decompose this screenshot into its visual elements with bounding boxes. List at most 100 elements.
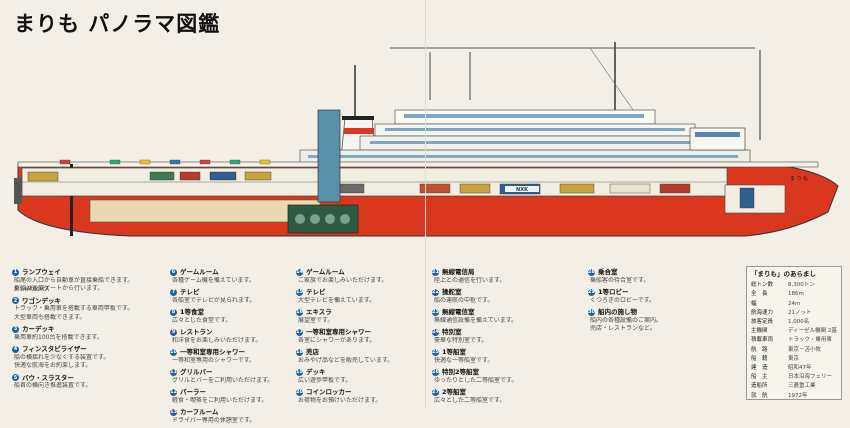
legend-number-badge: 8	[170, 308, 177, 316]
engine-room	[287, 109, 359, 234]
legend-item-description: 船内の各種設備のご案内。	[590, 316, 663, 324]
legend-item-description: 豪華な特別室です。	[434, 336, 488, 344]
page-title: まりも パノラマ図鑑	[14, 11, 221, 36]
spec-value: ディーゼル機関 2基	[788, 328, 837, 335]
spec-label: 主機関	[751, 328, 768, 335]
spec-label: 旅客定員	[751, 319, 774, 326]
spec-row: 造船所三菱重工業	[751, 382, 837, 391]
legend-number-badge: 21	[432, 268, 439, 276]
legend-item-description: 船尾の入口から自動車が直接乗船できます。	[14, 276, 134, 284]
legend-number-badge: 20	[296, 388, 303, 396]
page-fold	[425, 0, 426, 408]
legend-item-title: 一等和室専用シャワー	[180, 348, 245, 356]
spec-value: 三菱重工業	[788, 383, 816, 390]
spec-value: 日本沿海フェリー	[788, 374, 833, 381]
svg-text:ま り も: ま り も	[790, 176, 808, 182]
legend-item-title: 特別室	[442, 328, 462, 336]
legend-item-title: フィンスタビライザー	[22, 345, 87, 353]
legend-number-badge: 30	[588, 308, 595, 316]
legend-item-title: 1等ロビー	[598, 288, 629, 296]
legend-number-badge: 4	[12, 345, 19, 353]
legend-item-title: エキスラ	[306, 308, 332, 316]
legend-item-description: 快適な航海をお約束します。	[14, 362, 92, 369]
legend-number-badge: 13	[170, 408, 177, 416]
legend-number-badge: 16	[296, 308, 303, 316]
spec-row: 建 造昭和47年	[751, 364, 837, 373]
legend-item-title: 2等船室	[442, 388, 467, 396]
legend-item-title: コインロッカー	[306, 388, 352, 396]
legend-number-badge: 22	[432, 288, 439, 296]
spec-label: 建 造	[751, 365, 768, 372]
legend-item-description: ゆったりとした二等船室です。	[434, 376, 518, 384]
legend-item-title: ランプウェイ	[22, 268, 61, 276]
legend-item-description: ドライバー専用の休憩室です。	[172, 416, 256, 424]
legend-item-description: 軽食・喫茶をご利用いただけます。	[172, 396, 268, 404]
legend-item-description: 広々とした二等船室です。	[434, 396, 506, 404]
legend-item-title: カーフルーム	[180, 408, 219, 416]
funnel-stripe	[344, 128, 374, 134]
legend-item-description: 陸上との通信を行います。	[434, 276, 506, 284]
spec-value: 186m	[788, 291, 804, 298]
legend-number-badge: 9	[170, 328, 177, 336]
legend-item-description: 和洋食をお楽しみいただけます。	[172, 336, 262, 344]
spec-label: 総トン数	[751, 282, 774, 289]
spec-label: 船 主	[751, 374, 768, 381]
spec-row: 積載車両トラック・乗用車	[751, 336, 837, 345]
legend-item-title: カーデッキ	[22, 325, 55, 333]
spec-value: 21ノット	[788, 309, 812, 316]
legend-item-description: 各種ゲーム機を備えています。	[172, 276, 255, 284]
legend-item-title: 無線電信室	[442, 308, 475, 316]
legend-item-description: 乗用車約100台を搭載できます。	[14, 333, 103, 341]
legend-item-title: レストラン	[180, 328, 213, 336]
spec-label: 幅	[751, 300, 757, 307]
legend-number-badge: 10	[170, 348, 177, 356]
legend-number-badge: 7	[170, 288, 177, 296]
legend-item-description: 快適な一等船室です。	[434, 356, 494, 364]
spec-row: 船 主 日本沿海フェリー	[751, 373, 837, 382]
legend-item-title: 売店	[306, 348, 319, 356]
ship-cutaway-illustration: NXK ま り も	[14, 42, 839, 237]
legend-item-description: 広い遊歩甲板です。	[298, 376, 352, 384]
legend-number-badge: 3	[12, 325, 19, 333]
spec-label: 航 路	[751, 346, 768, 353]
spec-row: 主機関 ディーゼル機関 2基	[751, 327, 837, 336]
legend-item-title: 乗合室	[598, 268, 618, 276]
legend-number-badge: 19	[296, 368, 303, 376]
legend-number-badge: 17	[296, 328, 303, 336]
